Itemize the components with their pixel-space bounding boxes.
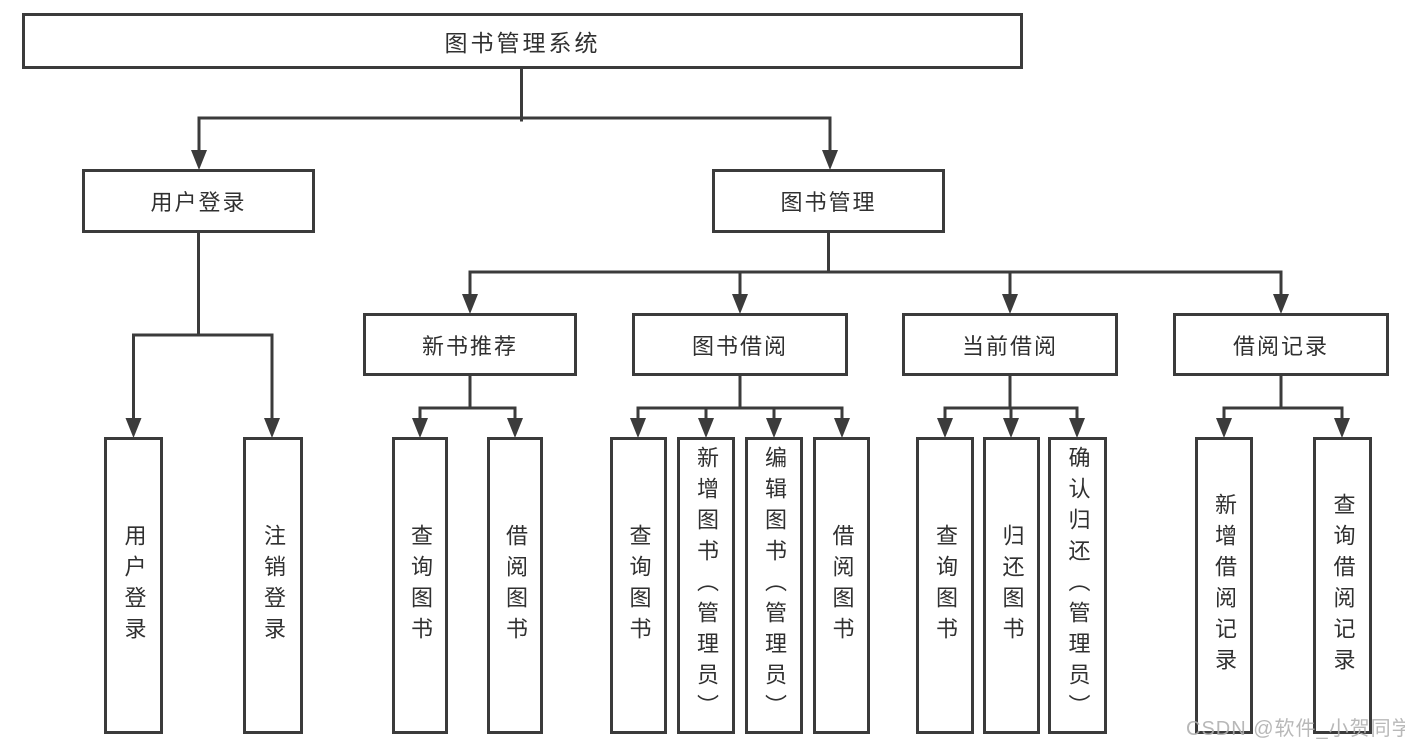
leaf-add-borrow-record: 新增借阅记录 [1195, 437, 1253, 734]
leaf-borrow-books-recommend: 借阅图书 [487, 437, 543, 734]
leaf-logout: 注销登录 [243, 437, 303, 734]
node-book-borrowing: 图书借阅 [632, 313, 848, 376]
leaf-user-login: 用户登录 [104, 437, 163, 734]
node-label: 新书推荐 [421, 333, 518, 359]
node-label: 新增图书（管理员） [694, 446, 719, 725]
leaf-confirm-return-admin: 确认归还（管理员） [1048, 437, 1107, 734]
node-borrowing-records: 借阅记录 [1173, 313, 1389, 376]
node-label: 注销登录 [261, 523, 286, 648]
node-label: 查询图书 [408, 523, 433, 648]
node-label: 借阅图书 [829, 523, 855, 648]
node-label: 查询借阅记录 [1330, 492, 1356, 679]
node-label: 借阅记录 [1232, 333, 1329, 359]
node-label: 确认归还（管理员） [1065, 446, 1091, 725]
node-label: 新增借阅记录 [1212, 492, 1237, 679]
node-current-borrowing: 当前借阅 [902, 313, 1118, 376]
node-user-login: 用户登录 [82, 169, 315, 233]
leaf-query-books-current: 查询图书 [916, 437, 974, 734]
leaf-query-borrow-record: 查询借阅记录 [1313, 437, 1372, 734]
leaf-query-books-recommend: 查询图书 [392, 437, 448, 734]
leaf-query-books-borrow: 查询图书 [610, 437, 667, 734]
csdn-watermark: CSDN @软件_小贺同学 [1186, 718, 1405, 740]
leaf-edit-book-admin: 编辑图书（管理员） [745, 437, 803, 734]
node-label: 用户登录 [150, 190, 247, 215]
node-label: 用户登录 [121, 523, 147, 648]
node-label: 借阅图书 [503, 523, 528, 648]
node-root: 图书管理系统 [22, 13, 1023, 69]
node-label: 图书管理系统 [444, 30, 601, 56]
leaf-return-book: 归还图书 [983, 437, 1040, 734]
leaf-borrow-books-borrow: 借阅图书 [813, 437, 870, 734]
node-label: 查询图书 [933, 523, 958, 648]
node-label: 图书借阅 [691, 333, 788, 359]
leaf-add-book-admin: 新增图书（管理员） [677, 437, 735, 734]
node-label: 当前借阅 [961, 333, 1058, 359]
node-label: 归还图书 [999, 523, 1025, 648]
node-label: 图书管理 [780, 190, 877, 215]
node-label: 查询图书 [626, 523, 652, 648]
node-book-management: 图书管理 [712, 169, 945, 233]
node-new-book-recommend: 新书推荐 [363, 313, 577, 376]
node-label: 编辑图书（管理员） [762, 446, 787, 725]
